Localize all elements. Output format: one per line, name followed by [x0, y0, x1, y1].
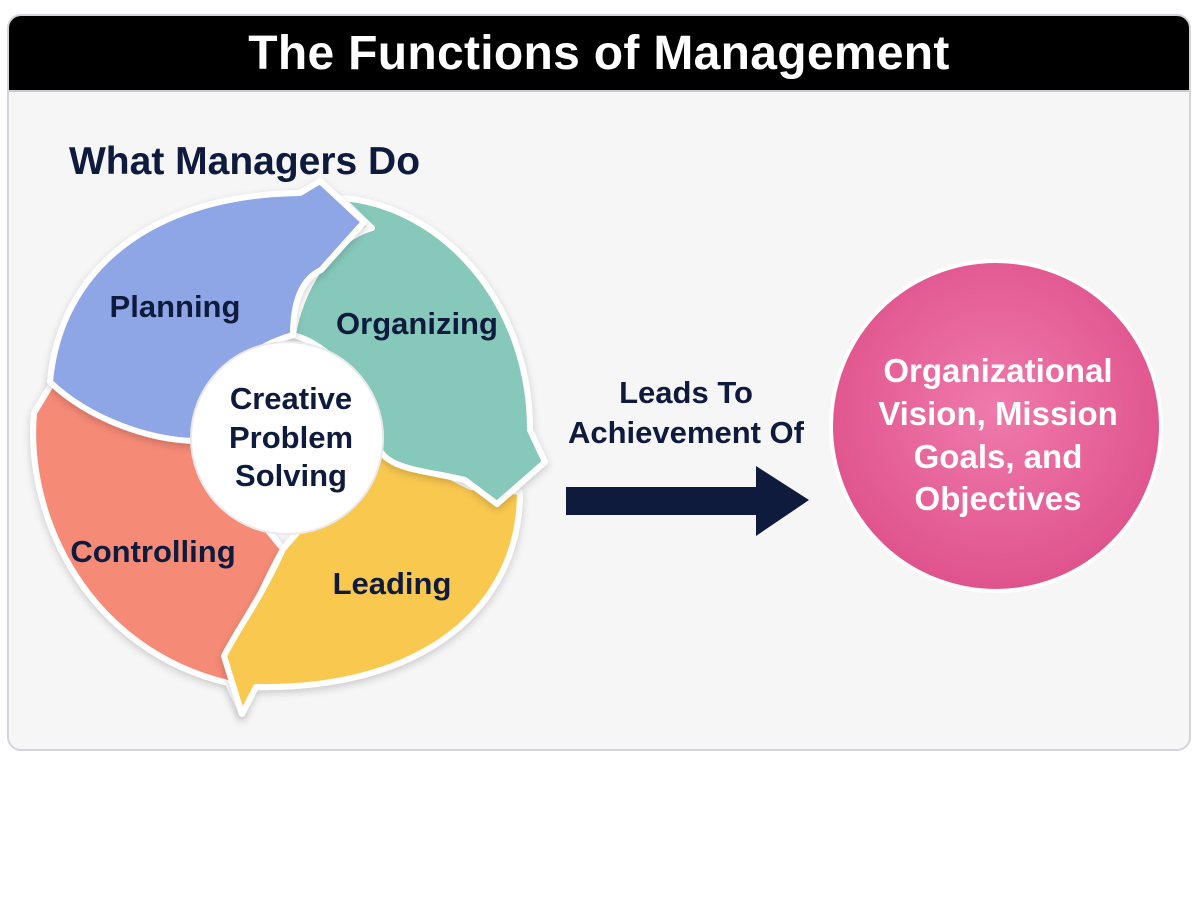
center-label-line-2: Problem	[229, 420, 353, 455]
page-title: The Functions of Management	[248, 26, 950, 80]
segment-organizing	[290, 195, 548, 507]
connector-label-line-2: Achievement Of	[568, 415, 805, 450]
goal-circle	[829, 259, 1163, 593]
center-label-line-3: Solving	[235, 458, 347, 493]
center-circle	[190, 341, 384, 535]
goal-label-line-3: Goals, and	[914, 438, 1083, 475]
goal-label-line-1: Organizational	[883, 352, 1112, 389]
segment-leading	[221, 438, 523, 717]
goal-label-line-2: Vision, Mission	[878, 395, 1118, 432]
segment-label-controlling: Controlling	[70, 534, 235, 569]
segment-planning	[47, 178, 367, 444]
goal-label-line-4: Objectives	[915, 480, 1082, 517]
segment-label-planning: Planning	[110, 289, 241, 324]
goal-node: Organizational Vision, Mission Goals, an…	[829, 259, 1163, 593]
connector-label-line-1: Leads To	[619, 375, 753, 410]
management-cycle: Planning Organizing Leading Controlling …	[30, 178, 548, 717]
center-label-line-1: Creative	[230, 381, 352, 416]
segment-label-organizing: Organizing	[336, 306, 498, 341]
connector: Leads To Achievement Of	[566, 375, 809, 536]
subtitle: What Managers Do	[69, 140, 421, 183]
title-bar: The Functions of Management	[9, 16, 1189, 92]
segment-label-leading: Leading	[333, 566, 452, 601]
arrow-right-icon	[566, 466, 809, 536]
